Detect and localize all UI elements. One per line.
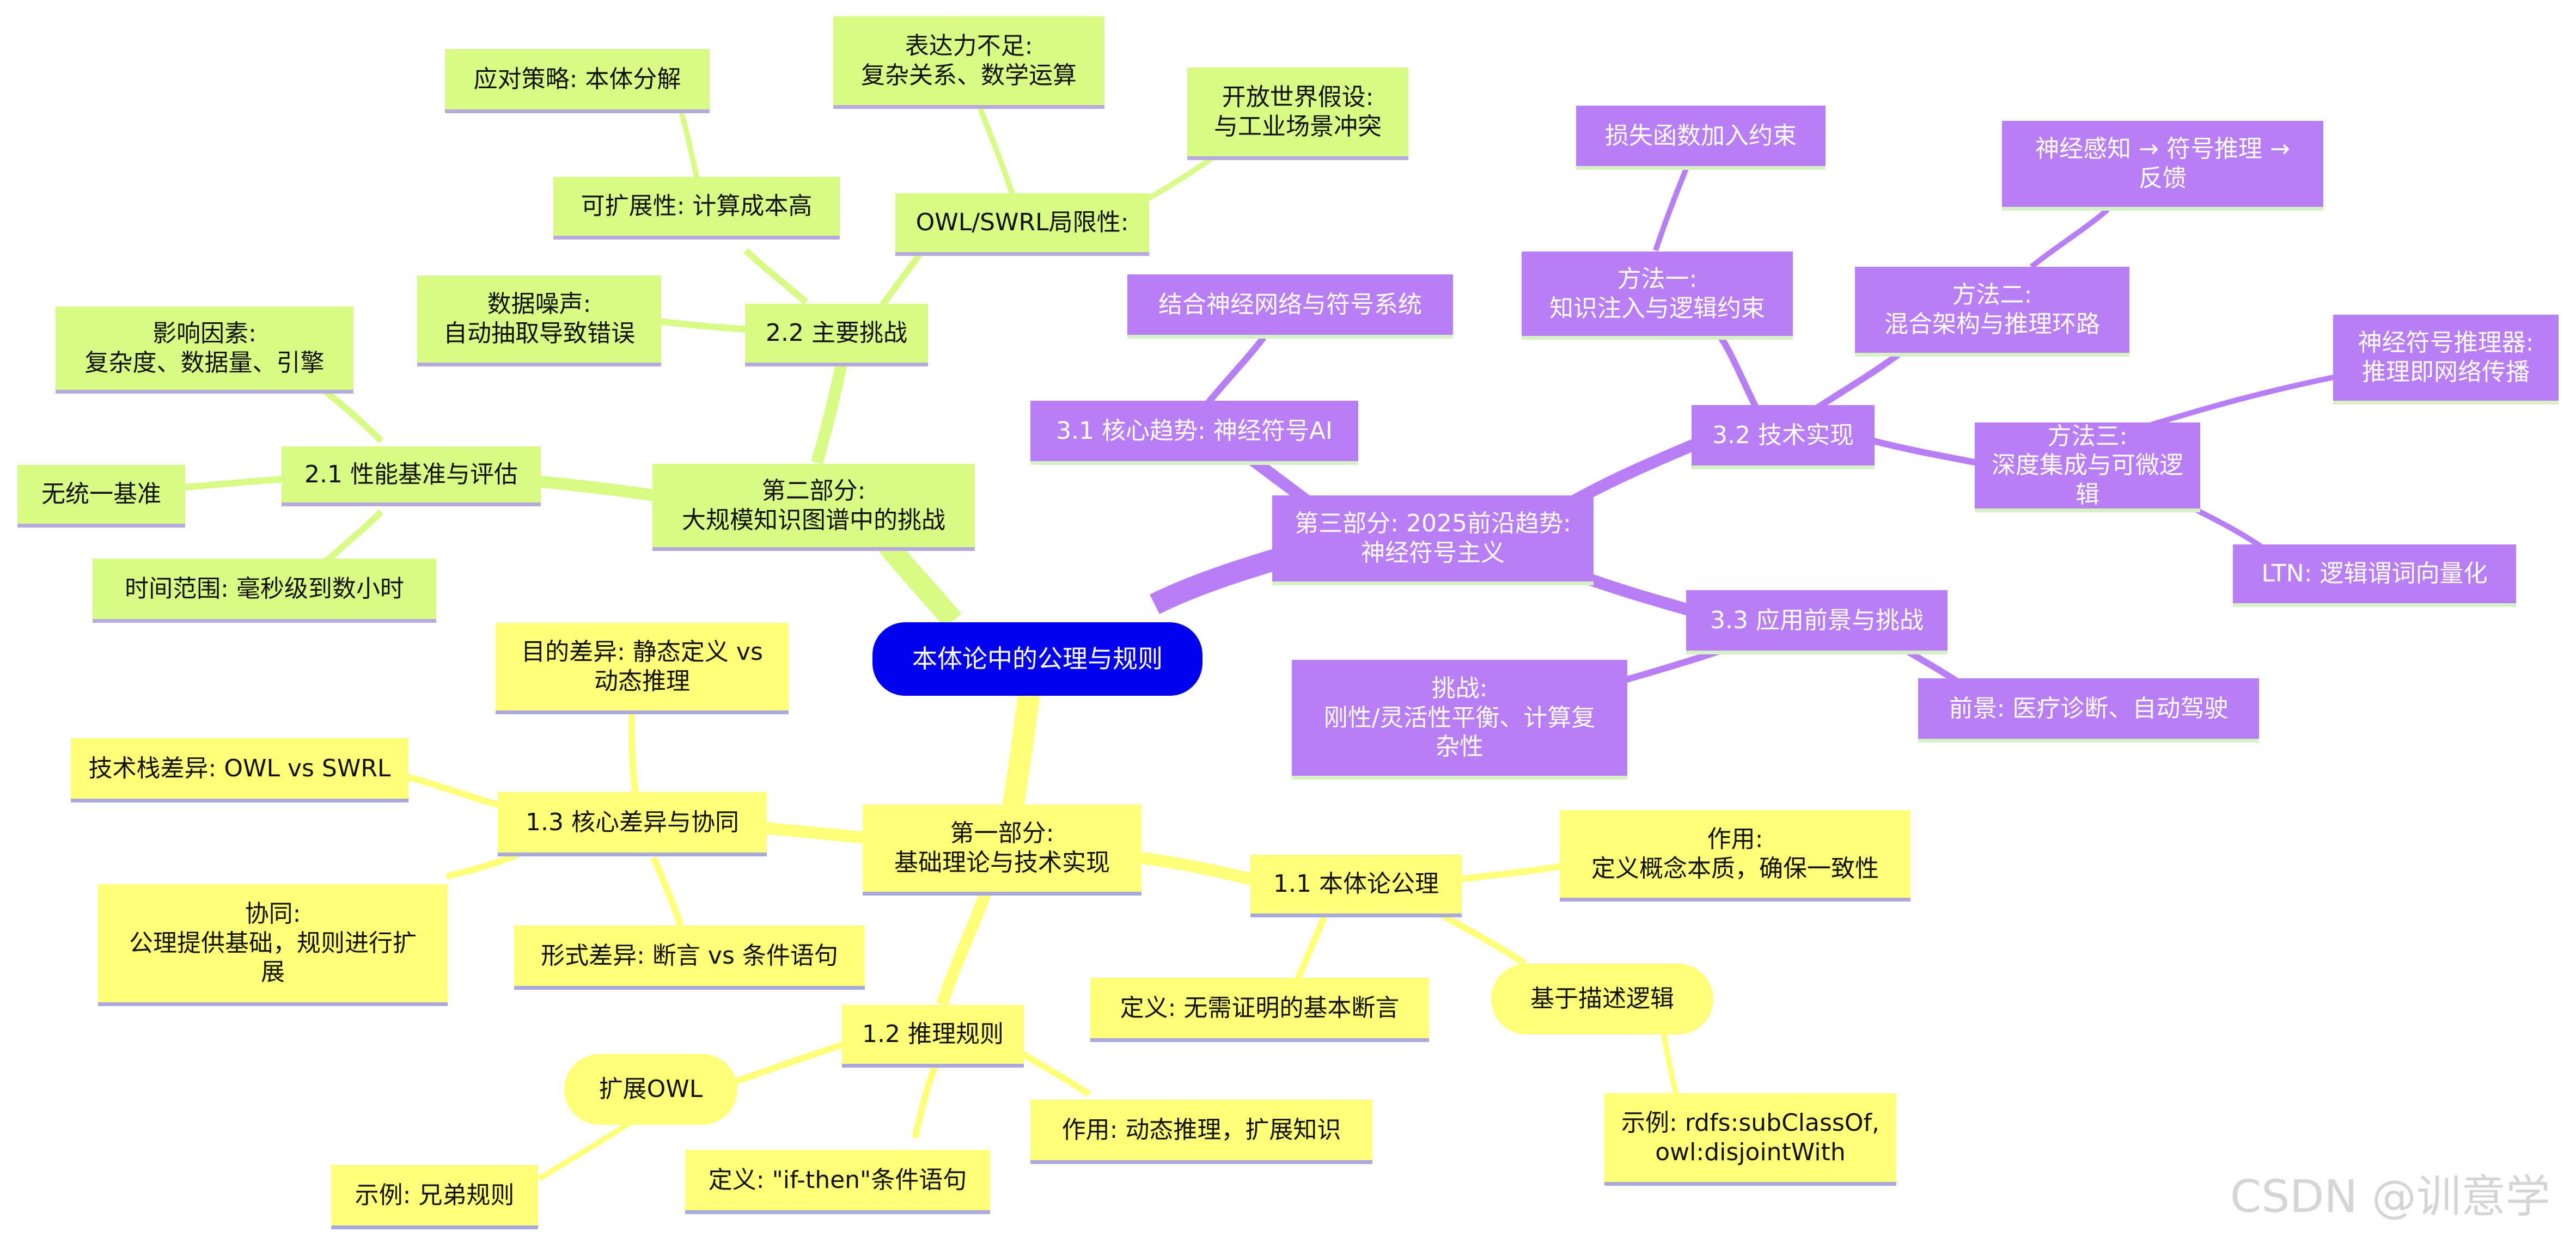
- edge-m2-detail: [2029, 207, 2110, 269]
- s22-open-world-node[interactable]: 开放世界假设: 与工业场景冲突: [1187, 68, 1408, 160]
- edge-s12-extend: [729, 1039, 851, 1087]
- s32-m3-detail1-node[interactable]: 神经符号推理器: 推理即网络传播: [2333, 315, 2559, 405]
- edge-s33-challenge: [1622, 647, 1722, 684]
- s13-form-diff-node[interactable]: 形式差异: 断言 vs 条件语句: [514, 926, 865, 990]
- s13-tech-diff-node[interactable]: 技术栈差异: OWL vs SWRL: [71, 738, 408, 802]
- edge-part1-s11: [1137, 851, 1254, 885]
- edge-s22-noise: [658, 318, 747, 333]
- edge-s12-def: [912, 1060, 940, 1139]
- edge-scal-strategy: [678, 108, 700, 180]
- edge-owl-expr: [978, 108, 1016, 197]
- edge-extend-example: [538, 1119, 633, 1181]
- part3-node[interactable]: 第三部分: 2025前沿趋势: 神经符号主义: [1272, 495, 1594, 585]
- edge-m1-detail: [1653, 162, 1691, 252]
- edge-m3-detail1: [2150, 373, 2342, 427]
- s12-role-node[interactable]: 作用: 动态推理，扩展知识: [1030, 1100, 1372, 1164]
- watermark: CSDN @训意学: [2230, 1171, 2550, 1223]
- s13-goal-diff-node[interactable]: 目的差异: 静态定义 vs 动态推理: [496, 623, 789, 714]
- s22-expressiveness-node[interactable]: 表达力不足: 复杂关系、数学运算: [833, 16, 1104, 109]
- s12-definition-node[interactable]: 定义: "if-then"条件语句: [685, 1150, 990, 1214]
- s13-synergy-node[interactable]: 协同: 公理提供基础，规则进行扩 展: [98, 884, 448, 1006]
- part2-node[interactable]: 第二部分: 大规模知识图谱中的挑战: [652, 464, 975, 551]
- edge-s21-time: [319, 509, 384, 569]
- edge-s21-nostd: [185, 476, 284, 491]
- s13-node[interactable]: 1.3 核心差异与协同: [498, 792, 767, 856]
- edge-s13-goal: [628, 713, 640, 804]
- s22-strategy-node[interactable]: 应对策略: 本体分解: [445, 49, 710, 113]
- s33-node[interactable]: 3.3 应用前景与挑战: [1686, 590, 1948, 654]
- s11-definition-node[interactable]: 定义: 无需证明的基本断言: [1090, 978, 1429, 1042]
- s12-example-node[interactable]: 示例: 兄弟规则: [331, 1165, 538, 1229]
- s11-based-on-node[interactable]: 基于描述逻辑: [1491, 964, 1713, 1034]
- s33-prospect-node[interactable]: 前景: 医疗诊断、自动驾驶: [1918, 678, 2259, 743]
- edge-s32-m1: [1718, 335, 1762, 415]
- s11-node[interactable]: 1.1 本体论公理: [1250, 855, 1462, 917]
- part1-node[interactable]: 第一部分: 基础理论与技术实现: [863, 805, 1142, 896]
- s32-m1-detail-node[interactable]: 损失函数加入约束: [1576, 106, 1826, 170]
- s11-example-node[interactable]: 示例: rdfs:subClassOf, owl:disjointWith: [1604, 1093, 1896, 1186]
- edge-s22-scal: [743, 248, 808, 305]
- s11-role-node[interactable]: 作用: 定义概念本质，确保一致性: [1560, 810, 1910, 902]
- s22-noise-node[interactable]: 数据噪声: 自动抽取导致错误: [417, 275, 661, 366]
- s22-scalability-node[interactable]: 可扩展性: 计算成本高: [553, 177, 840, 240]
- s12-extend-node[interactable]: 扩展OWL: [564, 1054, 737, 1125]
- s21-no-standard-node[interactable]: 无统一基准: [17, 465, 185, 528]
- s32-m2-detail-node[interactable]: 神经感知 → 符号推理 → 反馈: [2002, 121, 2323, 211]
- s21-time-range-node[interactable]: 时间范围: 毫秒级到数小时: [93, 559, 436, 623]
- s32-m1-node[interactable]: 方法一: 知识注入与逻辑约束: [1522, 252, 1793, 340]
- edge-s13-tech: [402, 773, 502, 809]
- edge-s13-form: [650, 856, 684, 927]
- s32-m2-node[interactable]: 方法二: 混合架构与推理环路: [1855, 267, 2129, 357]
- s22-owl-limits-node[interactable]: OWL/SWRL局限性:: [895, 193, 1149, 256]
- s31-node[interactable]: 3.1 核心趋势: 神经符号AI: [1030, 401, 1358, 465]
- edge-s32-m2: [1806, 346, 1908, 416]
- edge-s31-combine: [1201, 335, 1266, 410]
- edge-part1-s13: [756, 822, 872, 844]
- edge-root-part1: [1002, 690, 1040, 808]
- edge-s11-def: [1293, 905, 1332, 984]
- edge-s13-synergy: [445, 851, 519, 880]
- s33-challenge-node[interactable]: 挑战: 刚性/灵活性平衡、计算复 杂性: [1292, 660, 1627, 780]
- s32-m3-node[interactable]: 方法三: 深度集成与可微逻辑: [1975, 422, 2200, 512]
- root-node[interactable]: 本体论中的公理与规则: [872, 622, 1202, 696]
- s12-node[interactable]: 1.2 推理规则: [842, 1005, 1024, 1068]
- s21-node[interactable]: 2.1 性能基准与评估: [282, 446, 541, 506]
- s21-factors-node[interactable]: 影响因素: 复杂度、数据量、引擎: [56, 307, 353, 394]
- s32-m3-detail2-node[interactable]: LTN: 逻辑谓词向量化: [2233, 544, 2516, 607]
- edge-part1-s12: [936, 891, 992, 1007]
- s32-node[interactable]: 3.2 技术实现: [1692, 405, 1875, 469]
- edge-s11-role: [1459, 862, 1564, 883]
- edge-s32-m3: [1872, 438, 1978, 466]
- s31-combine-node[interactable]: 结合神经网络与符号系统: [1127, 274, 1453, 339]
- s22-node[interactable]: 2.2 主要挑战: [745, 304, 928, 366]
